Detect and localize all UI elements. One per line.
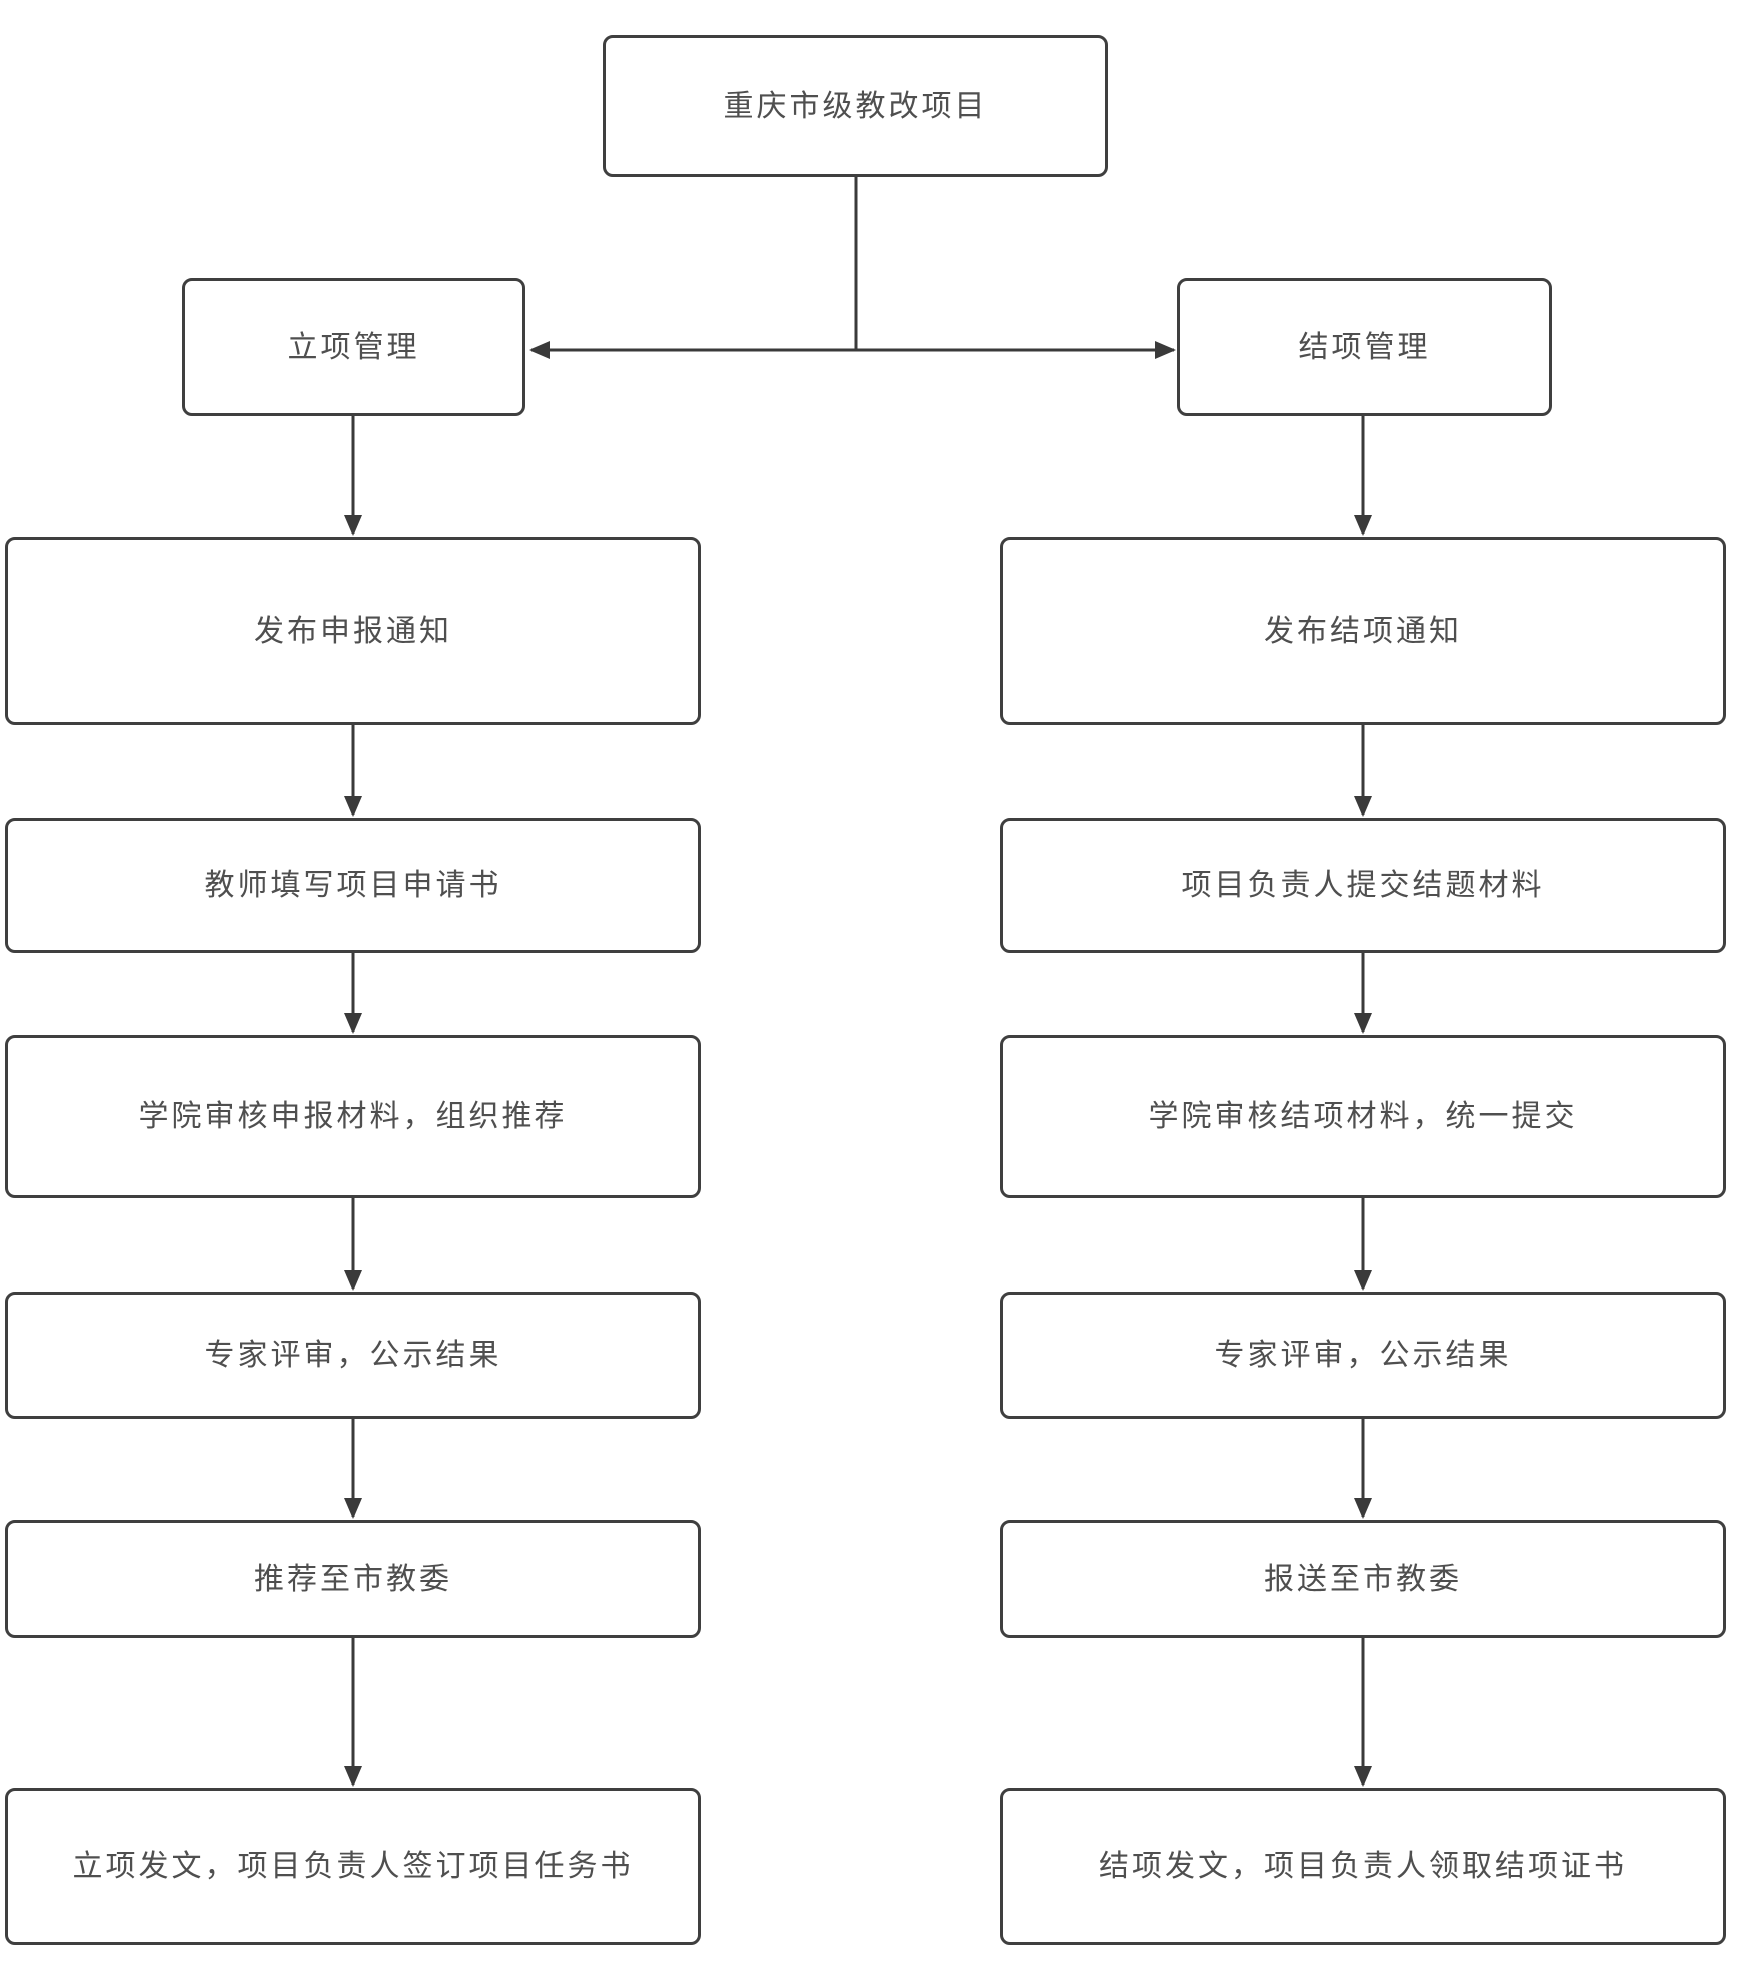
node-initiation-step-2: 教师填写项目申请书: [5, 818, 701, 953]
node-completion-step-6-label: 结项发文，项目负责人领取结项证书: [1099, 1850, 1627, 1883]
node-initiation-step-5-label: 推荐至市教委: [254, 1562, 452, 1596]
node-completion-step-5: 报送至市教委: [1000, 1520, 1726, 1638]
node-branch-completion: 结项管理: [1177, 278, 1552, 416]
node-initiation-step-2-label: 教师填写项目申请书: [204, 869, 502, 902]
node-initiation-step-1: 发布申报通知: [5, 537, 701, 725]
node-branch-completion-label: 结项管理: [1298, 330, 1431, 364]
node-completion-step-3-label: 学院审核结项材料，统一提交: [1148, 1100, 1578, 1133]
node-completion-step-1: 发布结项通知: [1000, 537, 1726, 725]
node-completion-step-1-label: 发布结项通知: [1264, 614, 1462, 648]
node-completion-step-3: 学院审核结项材料，统一提交: [1000, 1035, 1726, 1198]
node-initiation-step-1-label: 发布申报通知: [254, 614, 452, 648]
node-completion-step-6: 结项发文，项目负责人领取结项证书: [1000, 1788, 1726, 1945]
node-completion-step-4-label: 专家评审，公示结果: [1214, 1339, 1512, 1372]
node-initiation-step-5: 推荐至市教委: [5, 1520, 701, 1638]
node-root: 重庆市级教改项目: [603, 35, 1108, 177]
node-initiation-step-4-label: 专家评审，公示结果: [204, 1339, 502, 1372]
node-completion-step-2: 项目负责人提交结题材料: [1000, 818, 1726, 953]
node-completion-step-2-label: 项目负责人提交结题材料: [1181, 869, 1545, 902]
node-initiation-step-3-label: 学院审核申报材料，组织推荐: [138, 1100, 568, 1133]
node-branch-initiation-label: 立项管理: [287, 330, 420, 364]
node-initiation-step-6: 立项发文，项目负责人签订项目任务书: [5, 1788, 701, 1945]
node-initiation-step-4: 专家评审，公示结果: [5, 1292, 701, 1419]
node-root-label: 重庆市级教改项目: [723, 89, 988, 123]
node-completion-step-4: 专家评审，公示结果: [1000, 1292, 1726, 1419]
node-completion-step-5-label: 报送至市教委: [1264, 1562, 1462, 1596]
node-initiation-step-6-label: 立项发文，项目负责人签订项目任务书: [72, 1850, 634, 1883]
node-initiation-step-3: 学院审核申报材料，组织推荐: [5, 1035, 701, 1198]
node-branch-initiation: 立项管理: [182, 278, 525, 416]
